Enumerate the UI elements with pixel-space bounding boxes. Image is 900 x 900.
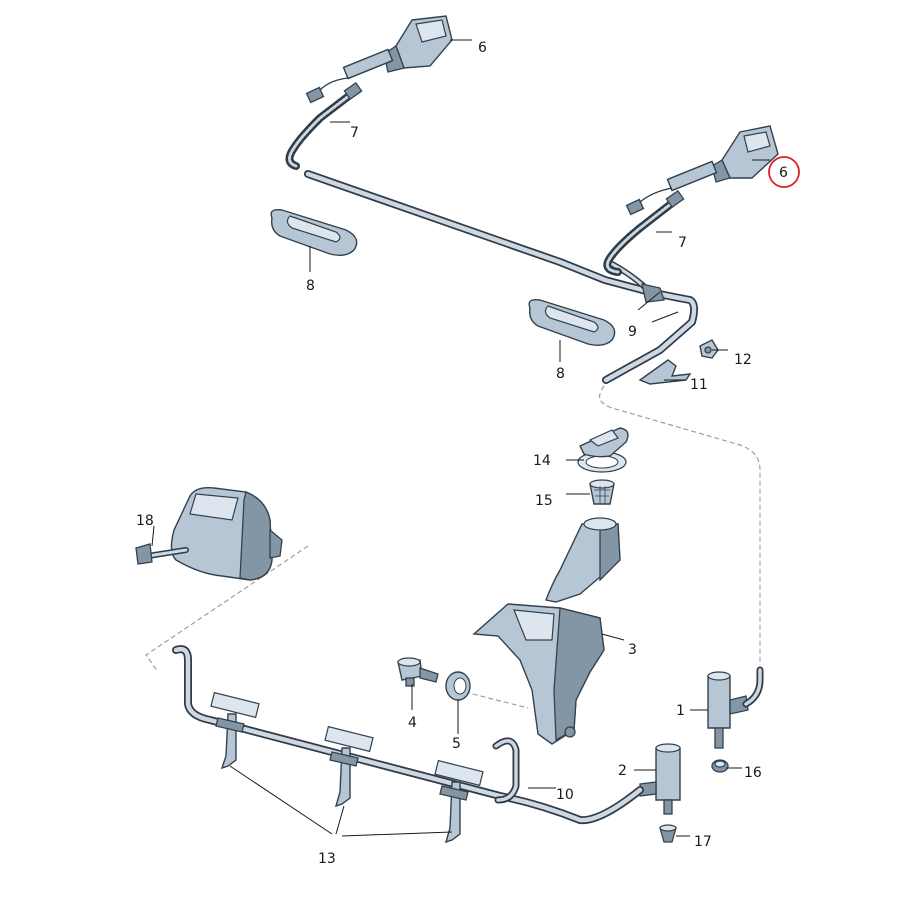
callout-18: 18 <box>136 513 154 529</box>
callout-6-top: 6 <box>478 40 487 56</box>
callout-14: 14 <box>533 453 551 469</box>
routing-dashed-line-right <box>599 385 761 665</box>
washer-nozzle-right <box>625 125 779 216</box>
hose-t-connector <box>641 283 665 303</box>
callout-15: 15 <box>535 493 553 509</box>
washer-pump-2 <box>639 743 681 815</box>
nozzle-seal-left <box>270 208 358 257</box>
callout-12: 12 <box>734 352 752 368</box>
hose-holder-2 <box>324 725 374 808</box>
washer-fluid-reservoir <box>472 517 621 745</box>
callout-6-right-highlight <box>768 156 800 188</box>
callout-13: 13 <box>318 851 336 867</box>
hose-clip <box>699 339 719 359</box>
nozzle-seal-right <box>528 298 616 347</box>
callout-7-top: 7 <box>350 125 359 141</box>
callout-8-left: 8 <box>306 278 315 294</box>
washer-nozzle-left <box>305 15 453 104</box>
corrugated-hose-right <box>603 189 685 276</box>
callout-9: 9 <box>628 324 637 340</box>
hose-9 <box>304 170 699 384</box>
callout-5: 5 <box>452 736 461 752</box>
callout-8-right: 8 <box>556 366 565 382</box>
hose-holder-1 <box>210 691 260 770</box>
strainer-filter <box>589 479 615 505</box>
callout-2: 2 <box>618 763 627 779</box>
callout-17: 17 <box>694 834 712 850</box>
pump-grommet <box>445 671 471 701</box>
hose-bracket <box>638 359 692 385</box>
routing-dashed-line-left <box>145 545 309 673</box>
callout-10: 10 <box>556 787 574 803</box>
callout-4: 4 <box>408 715 417 731</box>
callout-7-right: 7 <box>678 235 687 251</box>
callout-6-right: 6 <box>779 165 788 181</box>
callout-16: 16 <box>744 765 762 781</box>
pump-seal-17 <box>659 824 677 843</box>
callout-1: 1 <box>676 703 685 719</box>
washer-pump-1 <box>707 666 764 749</box>
reservoir-cap <box>577 427 629 473</box>
hose-10 <box>172 645 644 825</box>
corrugated-hose-left <box>285 81 363 170</box>
callout-3: 3 <box>628 642 637 658</box>
level-sensor <box>397 657 439 687</box>
headlight-washer-tank <box>135 486 283 581</box>
pump-seal-16 <box>711 759 729 773</box>
callout-11: 11 <box>690 377 708 393</box>
routing-dashed-line-center <box>464 691 529 709</box>
hose-holder-3 <box>434 759 484 844</box>
